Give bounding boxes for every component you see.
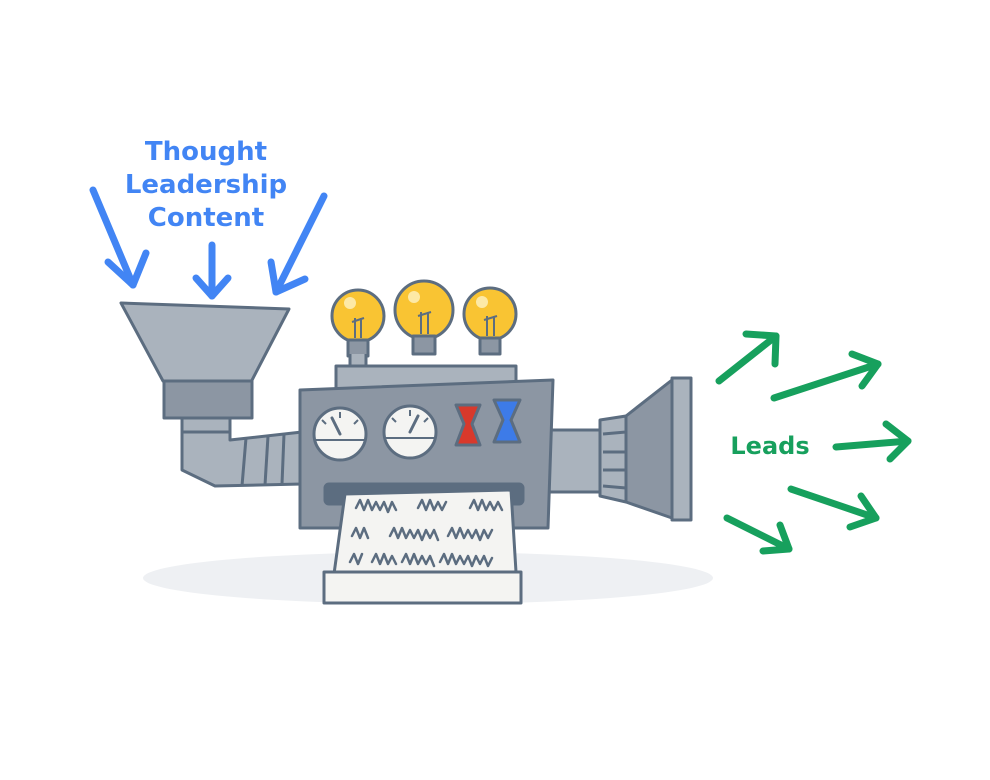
- input-arrows: [89, 186, 328, 300]
- hourglass-icon: [454, 403, 482, 447]
- funnel-icon: [119, 301, 291, 420]
- input-label-line-1: Thought: [144, 137, 268, 167]
- input-label-line-2: Leadership: [124, 170, 288, 200]
- output-arrow-icon: [715, 330, 780, 385]
- gauges: [312, 404, 438, 462]
- input-label-line-3: Content: [147, 203, 265, 233]
- output-arrow-icon: [770, 350, 882, 402]
- output-arrow-icon: [723, 514, 793, 555]
- indicator-lights: [454, 398, 522, 447]
- input-arrow-right-icon: [267, 192, 328, 296]
- output-label: Leads: [730, 432, 810, 460]
- gauge-icon: [382, 404, 438, 460]
- output-arrow-icon: [832, 420, 912, 463]
- feed-pipe-icon: [180, 416, 304, 488]
- input-arrow-center-icon: [192, 241, 232, 300]
- light-bulb-icon: [462, 286, 518, 356]
- light-bulb-icon: [393, 279, 455, 356]
- gauge-icon: [312, 406, 368, 462]
- output-arrows: [715, 330, 912, 555]
- megaphone-icon: [546, 376, 693, 522]
- input-arrow-left-icon: [89, 186, 150, 289]
- output-arrow-icon: [787, 485, 880, 531]
- paper-printout-icon: [322, 488, 523, 605]
- hourglass-icon: [492, 398, 522, 444]
